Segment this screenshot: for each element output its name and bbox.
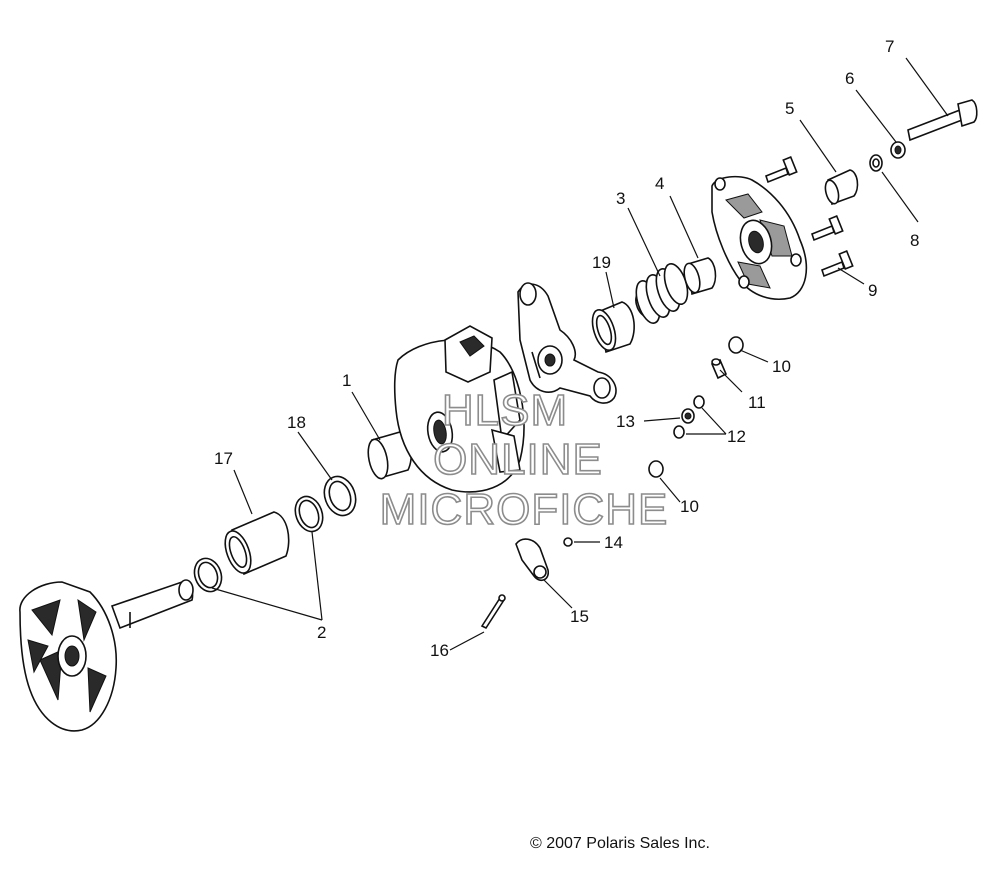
ring-18-part: [323, 475, 357, 517]
bolt-9-part: [765, 156, 854, 278]
callout-19: 19: [592, 253, 611, 272]
ring-19-part: [591, 301, 635, 354]
callout-labels: 7 6 5 8 4 3 19 9 10 11 1 18 13 12 17 10 …: [214, 37, 919, 660]
callout-9: 9: [868, 281, 877, 300]
callout-5: 5: [785, 99, 794, 118]
callout-16: 16: [430, 641, 449, 660]
roller-13-part: [681, 408, 695, 424]
callout-3: 3: [616, 189, 625, 208]
cover-plate-part: [711, 175, 808, 300]
nut-14-part: [563, 537, 573, 547]
pin-11-part: [710, 358, 728, 380]
callout-7: 7: [885, 37, 894, 56]
snap-ring-part: [193, 495, 324, 593]
spring-3-part: [635, 262, 689, 324]
fixed-sheave-part: [19, 579, 194, 732]
callout-4: 4: [655, 174, 664, 193]
callout-17: 17: [214, 449, 233, 468]
sleeve-17-part: [224, 511, 290, 576]
leader-lines: [211, 57, 949, 651]
callout-14: 14: [604, 533, 623, 552]
callout-8: 8: [910, 231, 919, 250]
watermark-line-1: HLSM: [442, 386, 568, 435]
watermark-line-2: ONLINE: [433, 435, 603, 484]
roller-10-part: [648, 336, 744, 478]
moveable-sheave-part: [393, 325, 525, 493]
bushing-1-part: [367, 431, 413, 480]
callout-1: 1: [342, 371, 351, 390]
copyright-text: © 2007 Polaris Sales Inc.: [530, 835, 710, 852]
callout-2: 2: [317, 623, 326, 642]
callout-10-lower: 10: [680, 497, 699, 516]
washer-12-part: [673, 395, 705, 439]
callout-12: 12: [727, 427, 746, 446]
washer-8-part: [869, 154, 883, 172]
callout-15: 15: [570, 607, 589, 626]
spider-part: [517, 282, 617, 404]
watermark: HLSM ONLINE MICROFICHE: [379, 385, 669, 535]
callout-10-upper: 10: [772, 357, 791, 376]
weight-15-part: [515, 538, 550, 582]
callout-18: 18: [287, 413, 306, 432]
washer-6-part: [890, 141, 906, 159]
bushing-5-part: [824, 169, 859, 206]
callout-6: 6: [845, 69, 854, 88]
bolt-7-part: [907, 99, 978, 142]
callout-13: 13: [616, 412, 635, 431]
pin-16-part: [480, 594, 506, 630]
bushing-4-part: [683, 257, 717, 296]
watermark-line-3: MICROFICHE: [380, 485, 669, 534]
callout-11: 11: [748, 393, 766, 412]
